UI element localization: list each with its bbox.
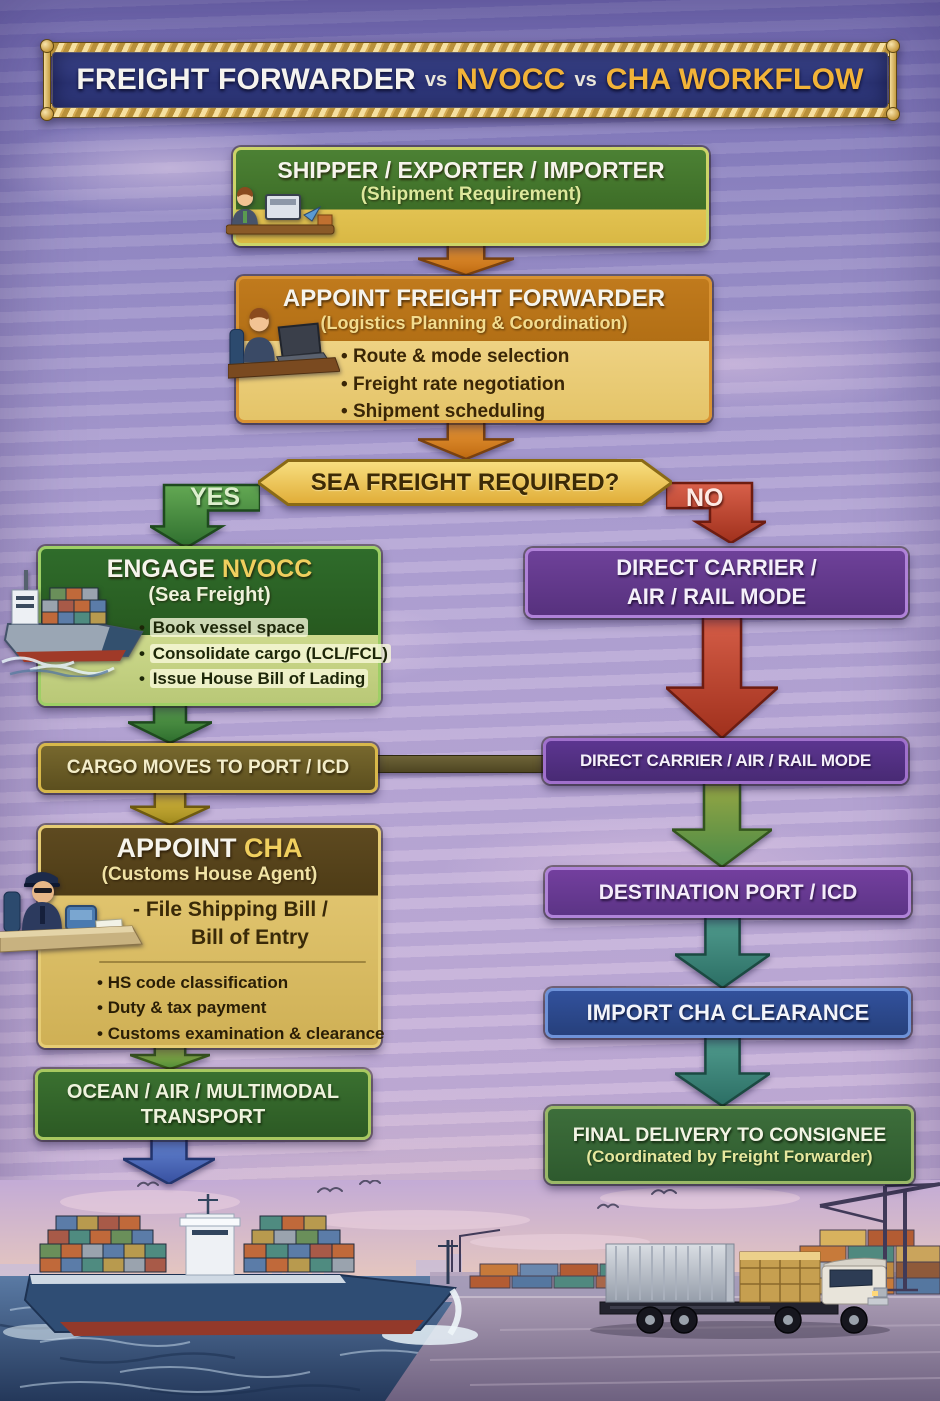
- cha-title: APPOINT CHA: [41, 833, 378, 864]
- bar-destination-port: DESTINATION PORT / ICD: [545, 867, 911, 918]
- direct-line2: AIR / RAIL MODE: [626, 584, 807, 609]
- nvocc-title-nvocc: NVOCC: [222, 555, 313, 583]
- bullet-item: Duty & tax payment: [97, 995, 378, 1021]
- box-ocean-air-multimodal: OCEAN / AIR / MULTIMODAL TRANSPORT: [35, 1069, 371, 1140]
- bullet-item: Book vessel space: [139, 615, 378, 641]
- scene-road-texture: [429, 1324, 940, 1386]
- shipper-at-desk-illustration: [226, 187, 335, 235]
- cha-divider: [99, 960, 366, 963]
- banner-curl: [40, 107, 54, 121]
- no-label: NO: [686, 484, 724, 512]
- ocean-line1: OCEAN / AIR / MULTIMODAL: [66, 1080, 340, 1103]
- nvocc-title: ENGAGE NVOCC: [41, 555, 378, 584]
- decision-question: SEA FREIGHT REQUIRED?: [310, 468, 620, 496]
- arrow-ocean-to-scene: [123, 1134, 215, 1184]
- forwarder-bullet-list: Route & mode selection Freight rate nego…: [239, 343, 709, 426]
- box-appoint-freight-forwarder: APPOINT FREIGHT FORWARDER (Logistics Pla…: [236, 276, 712, 423]
- forwarder-title: APPOINT FREIGHT FORWARDER: [282, 285, 666, 312]
- banner-curl: [40, 39, 54, 53]
- bullet-item: Shipment scheduling: [341, 398, 709, 426]
- bullet-item: Customs examination & clearance: [97, 1021, 385, 1047]
- title-part-cha-workflow: CHA WORKFLOW: [605, 63, 864, 96]
- title-part-freight-forwarder: FREIGHT FORWARDER: [76, 63, 416, 96]
- cha-bullet-list: HS code classification Duty & tax paymen…: [41, 970, 385, 1047]
- forwarder-subtitle: (Logistics Planning & Coordination): [320, 313, 628, 333]
- banner-rope-left: [43, 50, 51, 110]
- seagull-icons: [137, 1180, 677, 1209]
- shipper-title: SHIPPER / EXPORTER / IMPORTER: [277, 157, 665, 183]
- bar-cargo-moves-to-port: CARGO MOVES TO PORT / ICD: [38, 743, 378, 793]
- nvocc-subtitle: (Sea Freight): [148, 584, 271, 606]
- scene-container-truck: [590, 1243, 890, 1339]
- connector-cargo-to-direct-bar: [370, 755, 548, 773]
- nvocc-bullet-list: Book vessel space Consolidate cargo (LCL…: [41, 615, 391, 692]
- bullet-item: Consolidate cargo (LCL/FCL): [139, 641, 391, 667]
- scene-clouds: [60, 1187, 800, 1250]
- cha-task: - File Shipping Bill / Bill of Entry: [41, 896, 378, 953]
- banner-curl: [886, 39, 900, 53]
- yes-branch-elbow-arrow: [150, 481, 260, 548]
- box-direct-carrier: DIRECT CARRIER / AIR / RAIL MODE: [525, 548, 908, 618]
- box-shipper-exporter-importer: SHIPPER / EXPORTER / IMPORTER (Shipment …: [233, 147, 709, 246]
- cha-task-line2: Bill of Entry: [191, 926, 309, 950]
- forwarder-with-laptop-illustration: [228, 308, 340, 379]
- no-branch-elbow-arrow: [666, 481, 766, 543]
- bar-import-cha-clearance: IMPORT CHA CLEARANCE: [545, 988, 911, 1038]
- final-subtitle: (Coordinated by Freight Forwarder): [586, 1146, 873, 1166]
- cha-subtitle: (Customs House Agent): [101, 864, 318, 885]
- direct-line1: DIRECT CARRIER /: [616, 555, 817, 581]
- banner-panel: FREIGHT FORWARDER vs NVOCC vs CHA WORKFL…: [52, 52, 888, 108]
- shipper-subtitle: (Shipment Requirement): [360, 184, 582, 205]
- bullet-item: Issue House Bill of Lading: [139, 666, 378, 692]
- scene-road: [385, 1298, 940, 1401]
- cha-task-line1: - File Shipping Bill /: [133, 898, 328, 921]
- bullet-item: Freight rate negotiation: [341, 371, 709, 399]
- arrow-destination-to-import: [675, 912, 770, 988]
- container-ship-illustration: [1, 570, 144, 677]
- title-vs-1: vs: [424, 68, 448, 91]
- ocean-line2: TRANSPORT: [140, 1105, 266, 1128]
- title-banner: FREIGHT FORWARDER vs NVOCC vs CHA WORKFL…: [40, 39, 900, 121]
- final-title: FINAL DELIVERY TO CONSIGNEE: [572, 1123, 887, 1146]
- port-scene-illustration: [0, 1180, 940, 1401]
- bullet-item: HS code classification: [97, 970, 378, 996]
- cha-title-appoint: APPOINT: [116, 833, 237, 863]
- cha-title-cha: CHA: [244, 833, 303, 863]
- arrow-bar-to-destination: [672, 778, 772, 867]
- decision-hexagon: [258, 459, 672, 506]
- yes-label: YES: [190, 483, 241, 511]
- customs-officer-illustration: [0, 872, 143, 953]
- banner-rope-right: [889, 50, 897, 110]
- bar-direct-carrier: DIRECT CARRIER / AIR / RAIL MODE: [543, 738, 908, 784]
- banner-curl: [886, 107, 900, 121]
- arrow-import-to-final: [675, 1032, 770, 1106]
- arrow-shipper-to-forwarder: [418, 241, 514, 275]
- box-final-delivery: FINAL DELIVERY TO CONSIGNEE (Coordinated…: [545, 1106, 914, 1184]
- title-part-nvocc: NVOCC: [456, 63, 566, 96]
- title-vs-2: vs: [574, 68, 597, 91]
- arrow-nvocc-to-cargo: [128, 700, 212, 743]
- scene-cargo-ship: [3, 1194, 478, 1345]
- nvocc-title-engage: ENGAGE: [106, 555, 216, 583]
- arrow-direct-to-bar: [666, 612, 778, 738]
- bullet-item: Route & mode selection: [341, 343, 709, 371]
